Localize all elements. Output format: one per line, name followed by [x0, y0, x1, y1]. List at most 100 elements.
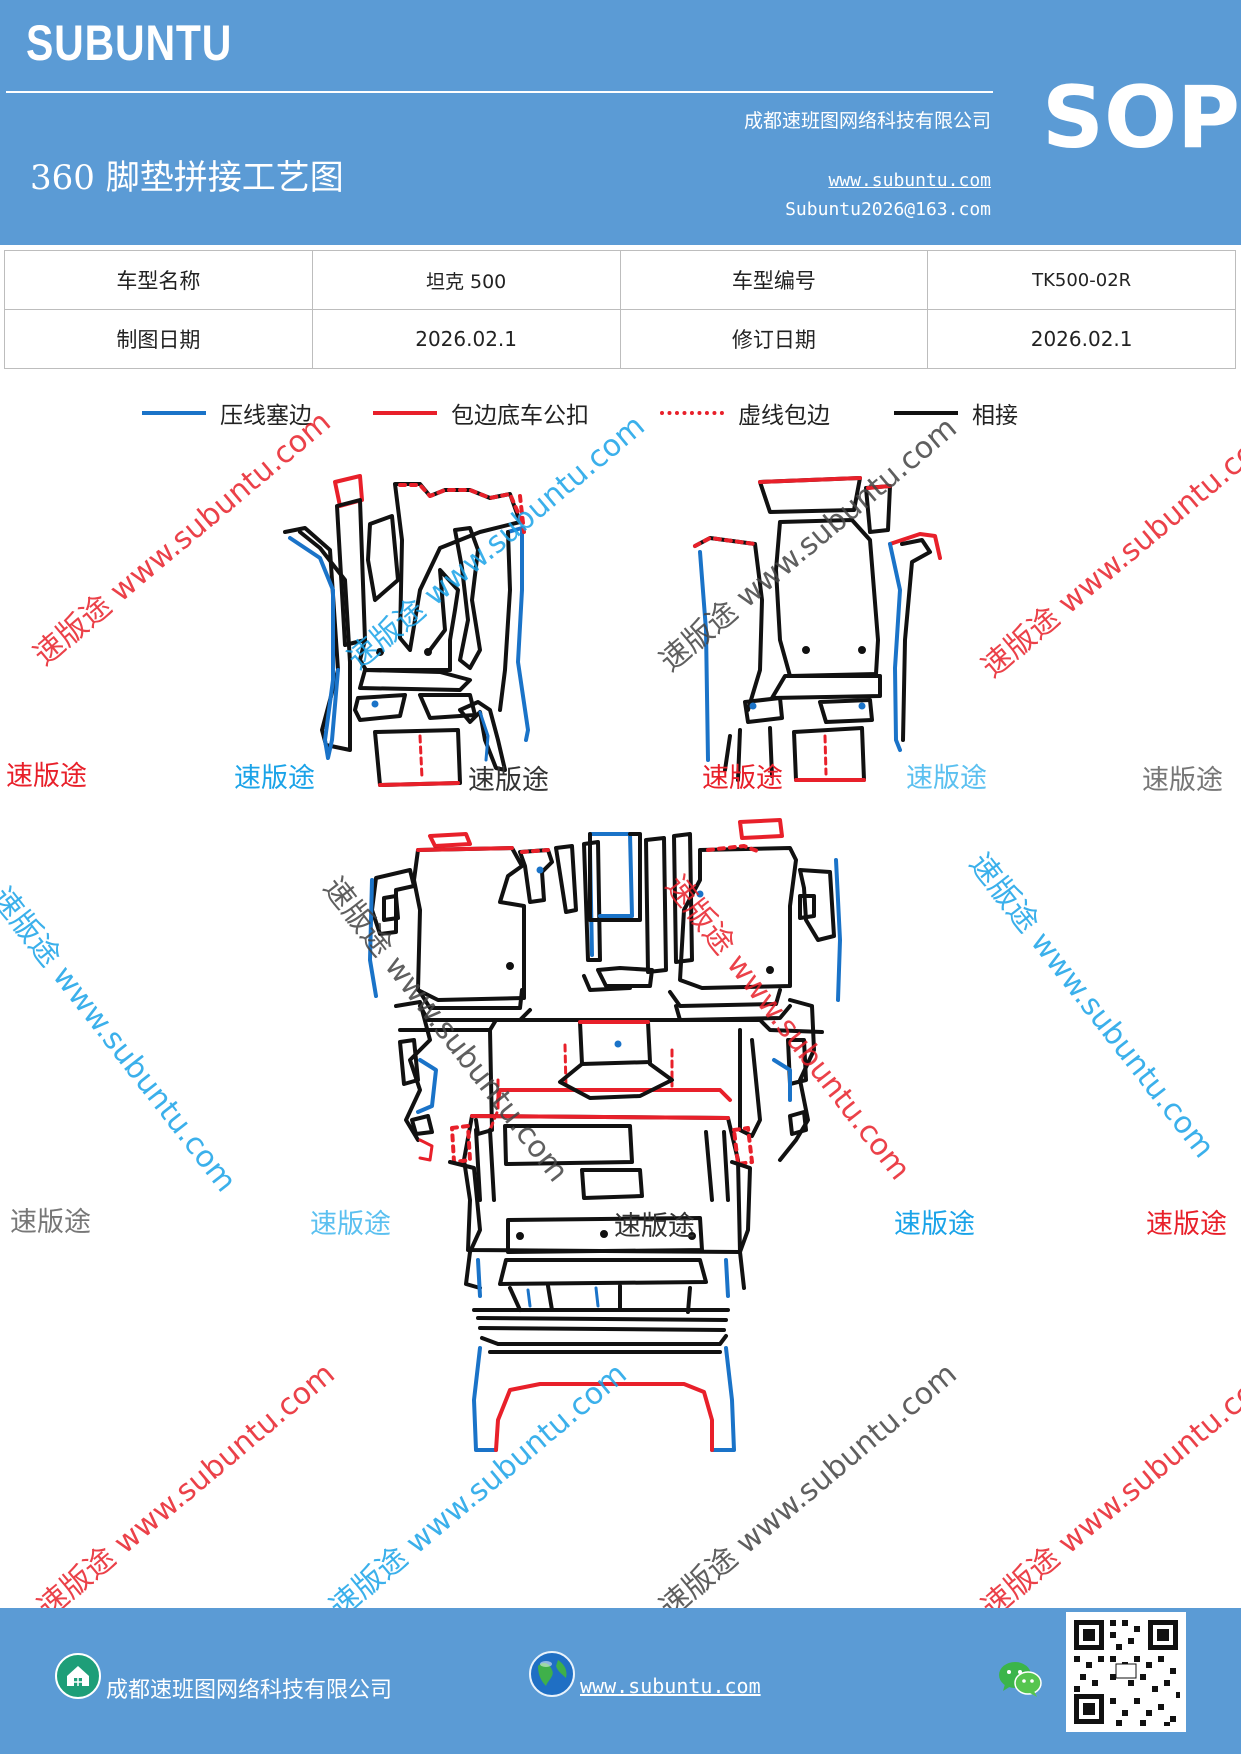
mat-edge: [508, 1284, 692, 1314]
legend-swatch-red: [373, 411, 437, 415]
mat-piece: [370, 868, 416, 936]
mounting-hole: [614, 1040, 622, 1048]
mat-edge: [368, 878, 378, 998]
mat-edge: [288, 536, 340, 760]
mat-piece: [453, 526, 482, 670]
mat-piece: [393, 482, 522, 652]
mat-edge: [772, 1058, 792, 1102]
mat-edge: [588, 832, 634, 918]
mat-piece: [503, 1124, 634, 1166]
qr-code[interactable]: [1066, 1612, 1186, 1732]
mat-edge: [518, 494, 526, 534]
mounting-hole: [749, 702, 757, 710]
mat-piece: [792, 726, 866, 782]
mounting-hole: [371, 700, 379, 708]
mat-piece: [644, 836, 668, 974]
mat-piece: [418, 988, 524, 1010]
mat-piece: [498, 1258, 708, 1286]
mat-edge: [866, 484, 892, 490]
mat-edge: [476, 1258, 482, 1298]
mounting-hole: [424, 648, 432, 656]
mat-piece: [770, 674, 882, 700]
mat-piece: [678, 846, 798, 990]
mat-edge: [474, 1128, 730, 1202]
mat-edge: [710, 1346, 736, 1452]
mat-piece: [588, 832, 642, 922]
mat-edge: [823, 734, 828, 776]
mat-edge: [706, 844, 762, 854]
mat-edge: [526, 1286, 600, 1308]
mounting-hole: [766, 966, 774, 974]
mounting-hole: [802, 646, 810, 654]
mat-piece: [412, 846, 526, 1002]
legend-label: 压线塞边: [220, 403, 312, 429]
legend-swatch-blue: [142, 411, 206, 415]
mat-piece: [394, 1000, 432, 1142]
mat-piece: [864, 484, 892, 534]
mat-piece: [596, 966, 654, 988]
table-row: 车型名称 坦克 500 车型编号 TK500-02R: [4, 250, 1236, 310]
mat-edge: [450, 1124, 472, 1164]
mat-piece: [730, 1160, 752, 1290]
mat-piece: [458, 700, 507, 772]
email-address: Subuntu2026@163.com: [785, 199, 991, 220]
mat-piece: [738, 818, 784, 840]
line-legend: 压线塞边 包边底车公扣 虚线包边 相接: [0, 396, 1241, 436]
mat-edge: [496, 1088, 732, 1102]
front-right-mat: [693, 476, 942, 782]
mat-piece: [778, 998, 816, 1162]
legend-label: 包边底车公扣: [451, 403, 589, 429]
mat-piece: [506, 1216, 704, 1254]
mat-edge: [480, 1334, 728, 1346]
mat-piece: [723, 726, 774, 782]
mat-edge: [693, 536, 757, 548]
mat-piece: [554, 844, 578, 914]
mat-piece: [668, 988, 782, 1008]
mat-edge: [398, 483, 524, 524]
mounting-hole: [506, 962, 514, 970]
mat-edge: [470, 1114, 730, 1120]
mat-piece: [398, 1038, 420, 1086]
mat-piece: [518, 848, 554, 904]
wechat-icon[interactable]: [996, 1658, 1044, 1700]
mounting-hole: [858, 646, 866, 654]
company-name: 成都速班图网络科技有限公司: [743, 110, 991, 132]
sop-badge: SOP: [1042, 68, 1241, 168]
mat-edge: [478, 1326, 726, 1332]
mat-edge: [418, 1138, 434, 1162]
mat-piece: [798, 868, 836, 942]
mounting-hole: [696, 890, 704, 898]
mat-piece: [900, 538, 932, 742]
mounting-hole: [858, 702, 866, 710]
legend-label: 相接: [972, 403, 1018, 429]
mat-piece: [428, 832, 472, 848]
value-model-code: TK500-02R: [927, 250, 1236, 310]
mat-piece: [818, 698, 874, 724]
vehicle-info-table: 车型名称 坦克 500 车型编号 TK500-02R 制图日期 2026.02.…: [4, 250, 1236, 369]
footer-website-link[interactable]: www.subuntu.com: [580, 1674, 761, 1698]
mat-edge: [758, 476, 862, 484]
legend-item-red-dotted: 虚线包边: [660, 396, 830, 430]
mat-edge: [834, 858, 842, 1002]
mat-piece: [743, 696, 784, 724]
header-banner: SUBUNTU 成都速班图网络科技有限公司 360 脚垫拼接工艺图 www.su…: [0, 0, 1241, 245]
mounting-hole: [600, 1230, 608, 1238]
mat-piece: [788, 1110, 808, 1136]
mat-piece: [582, 840, 602, 962]
mat-edge: [732, 1126, 754, 1166]
footer-company-name: 成都速班图网络科技有限公司: [106, 1678, 393, 1703]
mat-edge: [498, 530, 512, 712]
mat-piece: [410, 1114, 434, 1136]
label-model-name: 车型名称: [4, 250, 313, 310]
brand-logo: SUBUNTU: [26, 15, 233, 71]
front-left-mat: [283, 474, 530, 787]
legend-item-blue: 压线塞边: [142, 396, 312, 430]
mat-edge: [888, 542, 902, 752]
legend-item-black: 相接: [894, 396, 1018, 430]
mat-edge: [472, 1346, 498, 1452]
mat-piece: [580, 1168, 644, 1200]
mat-piece: [373, 728, 462, 787]
mat-piece: [674, 1004, 792, 1022]
footer-banner: 成都速班图网络科技有限公司 www.subuntu.com: [0, 1608, 1241, 1754]
website-link[interactable]: www.subuntu.com: [828, 170, 991, 191]
